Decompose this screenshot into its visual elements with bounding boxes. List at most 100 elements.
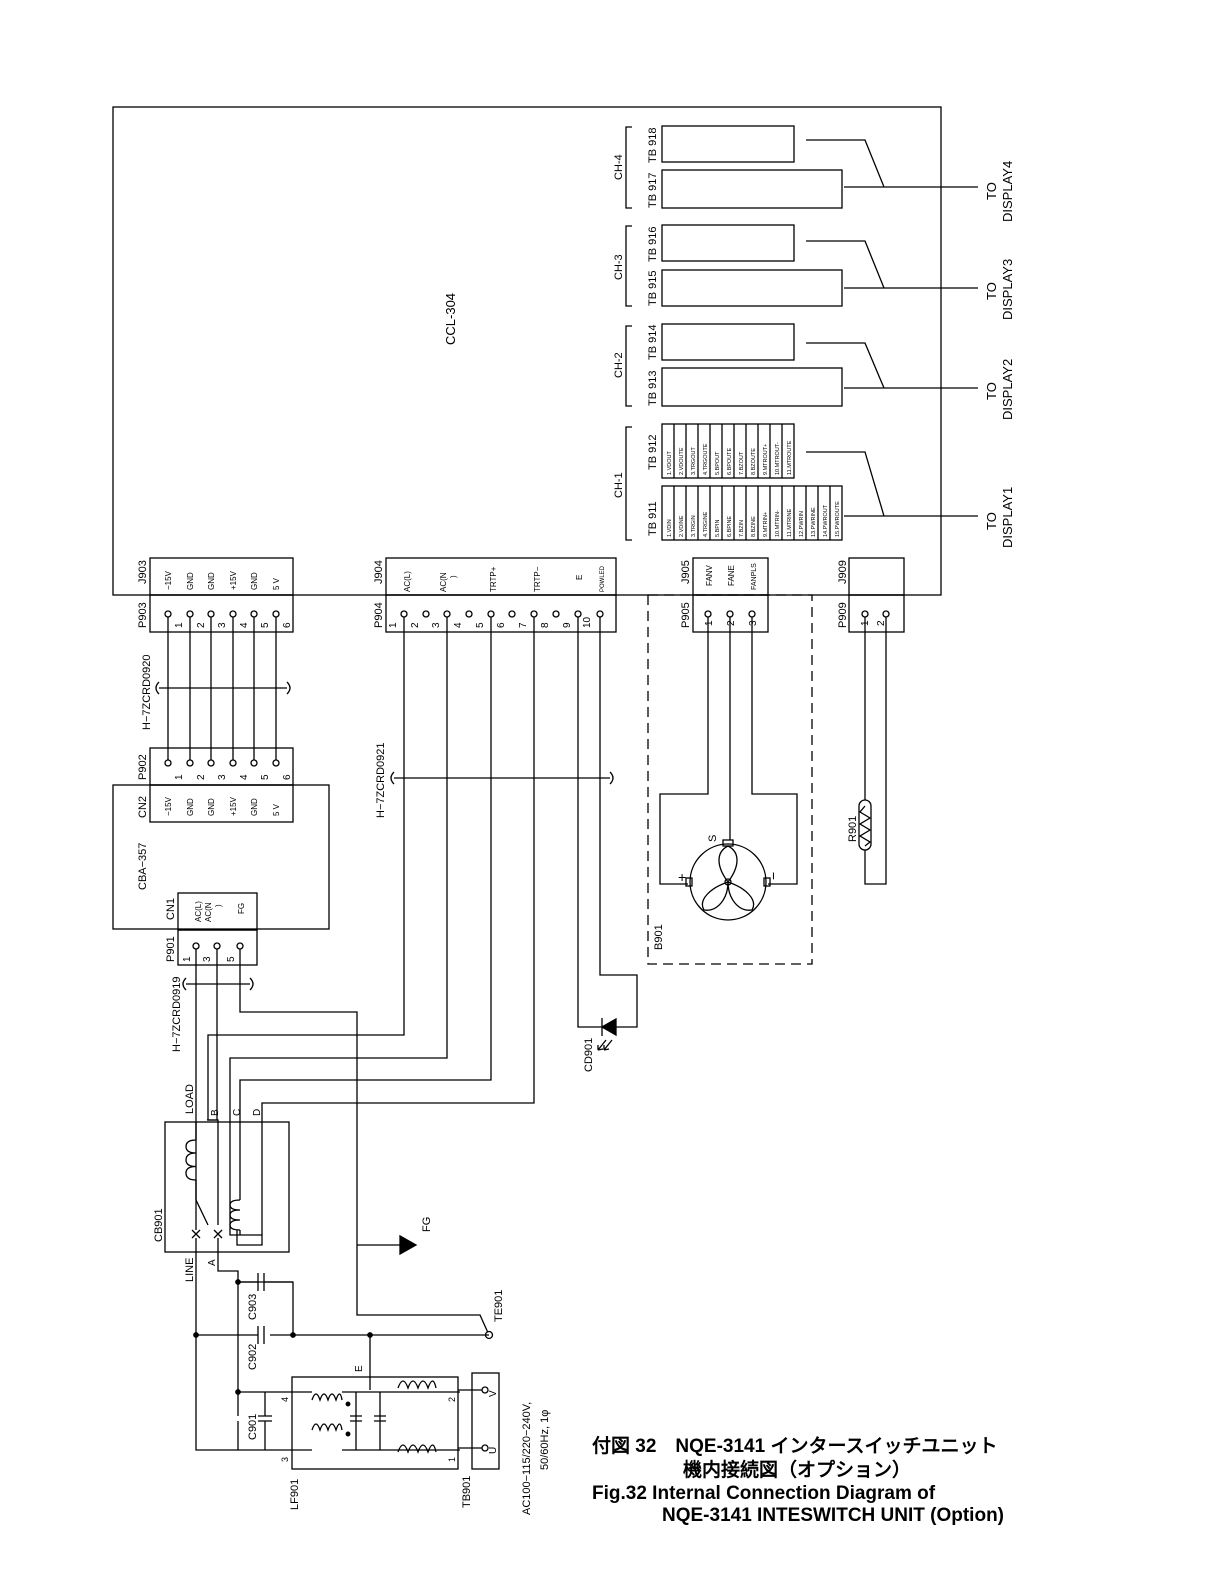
tb912-label: TB 912 — [647, 435, 659, 470]
lf901-internal-wiring — [237, 1282, 460, 1451]
display2-leader — [806, 342, 978, 389]
j903-pin: +15V — [229, 570, 238, 590]
lf901 — [291, 1376, 459, 1470]
cn1-label: CN1 — [165, 898, 177, 920]
p904-pin — [487, 610, 495, 618]
p904-num: 4 — [453, 622, 464, 628]
display1-leader — [806, 451, 978, 517]
p903-pin — [164, 610, 172, 618]
tb911-pin: 11.MTRINE — [787, 508, 793, 537]
j905-pin-fanv: FANV — [705, 564, 714, 586]
p903-num: 6 — [282, 622, 293, 628]
fg-icon — [399, 1234, 418, 1256]
p903-pin — [207, 610, 215, 618]
wire-p904-7 — [236, 617, 535, 1246]
c901-cap — [258, 1392, 272, 1450]
cb901 — [164, 1121, 290, 1253]
cable1-label: H−7ZCRD0920 — [141, 654, 153, 730]
ch4-label: CH-4 — [613, 154, 625, 180]
wire-p904-5 — [239, 617, 492, 1195]
tb911-pin: 1.VDIN — [667, 519, 673, 537]
j909-label: J909 — [837, 560, 849, 584]
p909-label: P909 — [837, 602, 849, 628]
tb911-pin: 9.MTRIN+ — [763, 512, 769, 537]
ch2-label: CH-2 — [613, 352, 625, 378]
p902-pin — [229, 759, 237, 767]
cn2-pin: +15V — [229, 796, 238, 816]
tb912-pin: 5.BPOUT — [715, 451, 721, 475]
tb912-pin: 9.MTROUT+ — [763, 444, 769, 475]
fan-wires — [659, 617, 798, 885]
wire-p901-5 — [239, 949, 490, 1336]
lf901-choke — [311, 1380, 437, 1454]
cb901-contacts — [191, 1119, 223, 1239]
tb911-pin: 15.PWROUTE — [835, 501, 841, 537]
j904-pin-powled: POWLED — [600, 565, 606, 592]
cable2-bracket — [390, 771, 614, 785]
display3-name: DISPLAY3 — [1000, 259, 1015, 320]
display2-name: DISPLAY2 — [1000, 359, 1015, 420]
p901-label: P901 — [165, 936, 177, 962]
cn1-pin-acn-close: ) — [214, 904, 223, 907]
p904-pin — [596, 610, 604, 618]
p903-num: 3 — [217, 622, 228, 628]
j909 — [848, 557, 905, 596]
ccl304-label: CCL-304 — [443, 293, 458, 345]
p902-num: 4 — [239, 774, 250, 780]
p904-pin — [530, 610, 538, 618]
j904-label: J904 — [373, 560, 385, 584]
cb901-c: C — [232, 1109, 243, 1116]
tb912-pin: 3.TRGOUT — [691, 447, 697, 475]
p903-num: 2 — [196, 622, 207, 628]
cd901-label: CD901 — [583, 1038, 595, 1072]
p902-pin — [186, 759, 194, 767]
p903-num: 1 — [174, 622, 185, 628]
p904-num: 10 — [582, 616, 593, 628]
p902-num: 3 — [217, 774, 228, 780]
tb916 — [661, 224, 795, 262]
p904-pin — [574, 610, 582, 618]
fan-minus-label: − — [765, 872, 781, 880]
p901-num-3: 3 — [202, 956, 213, 962]
cn1-pin-acn: AC(N — [204, 902, 213, 922]
cb901-a: A — [207, 1259, 218, 1266]
p903-num: 4 — [239, 622, 250, 628]
j903-pin: GND — [250, 572, 259, 590]
p903-pin — [186, 610, 194, 618]
tb915 — [661, 269, 843, 307]
c902-label: C902 — [247, 1344, 259, 1370]
j905-label: J905 — [680, 560, 692, 584]
lf901-n1: 1 — [447, 1457, 457, 1462]
j903-pin: −15V — [164, 570, 173, 590]
p904-num: 6 — [496, 622, 507, 628]
r901-thermistor — [858, 799, 872, 851]
tb911-pin: 7.BZIN — [739, 520, 745, 537]
c903-label: C903 — [247, 1294, 259, 1320]
j904-pin-e: E — [575, 575, 584, 580]
j904-pin-trtp-minus: TRTP− — [533, 566, 542, 592]
tb901 — [471, 1372, 500, 1470]
cable2-label: H−7ZCRD0921 — [375, 742, 387, 818]
fan-icon — [685, 839, 771, 921]
p904-num: 2 — [410, 622, 421, 628]
display4-name: DISPLAY4 — [1000, 161, 1015, 222]
p902-num: 6 — [282, 774, 293, 780]
b901-label: B901 — [653, 924, 665, 950]
caption-en-line2: NQE-3141 INTESWITCH UNIT (Option) — [662, 1505, 1004, 1526]
p904-num: 7 — [518, 622, 529, 628]
p904-num: 8 — [540, 622, 551, 628]
lf901-label: LF901 — [289, 1479, 301, 1510]
p903-num: 5 — [260, 622, 271, 628]
j903-label: J903 — [137, 560, 149, 584]
lf901-n3: 3 — [280, 1457, 290, 1462]
c901-label: C901 — [247, 1414, 259, 1440]
p905-label: P905 — [680, 602, 692, 628]
tb917-label: TB 917 — [647, 173, 659, 208]
fan-plus-label: + — [678, 869, 686, 885]
cb901-load: LOAD — [184, 1084, 196, 1114]
cb901-coil-load — [185, 1122, 197, 1200]
cable0-label: H−7ZCRD0919 — [171, 976, 183, 1052]
caption-en-line1: Fig.32 Internal Connection Diagram of — [592, 1483, 936, 1504]
